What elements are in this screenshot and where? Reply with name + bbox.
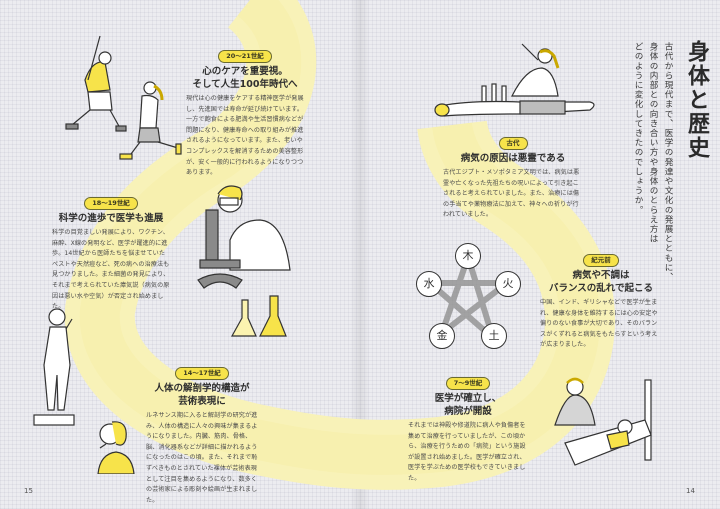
era-body: それまでは神殿や修道院に病人や負傷者を集めて治療を行っていましたが、この頃から、… <box>408 422 526 482</box>
era-badge: 古代 <box>498 137 528 150</box>
era-bc: 紀元前 病気や不調は バランスの乱れで起こる 中国、インド、ギリシャなどで医学が… <box>540 247 662 351</box>
era-20-21-century: 20〜21世紀 心のケアを重要視。 そして人生100年時代へ 現代は心の健康をケ… <box>186 43 304 179</box>
era-14-17-century: 14〜17世紀 人体の解剖学的構造が 芸術表現に ルネサンス期に入ると解剖学の研… <box>146 360 258 506</box>
era-badge: 7〜9世紀 <box>445 377 491 390</box>
intro-line-1: 古代から現代まで、医学の発達や文化の発展とともに、 <box>663 42 673 282</box>
era-heading-line2: バランスの乱れで起こる <box>548 283 654 294</box>
element-metal: 金 <box>429 323 455 349</box>
page-number-right: 14 <box>686 487 695 495</box>
era-body: 中国、インド、ギリシャなどで医学が生まれ、健康な身体を維持するには心の安定や偏り… <box>540 299 658 349</box>
era-badge: 18〜19世紀 <box>84 197 138 210</box>
era-heading: 病気の原因は悪霊である <box>460 153 566 164</box>
page-title: 身体と歴史 <box>684 40 709 160</box>
era-body: 現代は心の健康をケアする精神医学が発展し、先進国では寿命が延び続けています。一方… <box>186 95 304 177</box>
intro-line-3: どのように変化してきたのでしょうか。 <box>633 42 643 215</box>
era-body: 科学の目覚ましい発展により、ワクチン、麻酔、X線の発明など、医学が躍進的に進歩。… <box>52 229 170 311</box>
era-body: 古代エジプト・メソポタミア文明では、病気は悪霊や亡くなった先祖たちの呪いによって… <box>443 169 580 219</box>
era-heading-line1: 医学が確立し、 <box>434 393 502 404</box>
era-body: ルネサンス期に入ると解剖学の研究が進み、人体の構造に人々の興味が集まるようになり… <box>146 412 258 504</box>
ancient-healing-illustration <box>434 43 595 117</box>
era-badge: 20〜21世紀 <box>218 50 272 63</box>
era-heading: 科学の進歩で医学も進展 <box>58 213 164 224</box>
era-ancient: 古代 病気の原因は悪霊である 古代エジプト・メソポタミア文明では、病気は悪霊や亡… <box>443 130 583 221</box>
scientist-microscope-illustration <box>197 185 291 337</box>
era-7-9-century: 7〜9世紀 医学が確立し、 病院が開設 それまでは神殿や修道院に病人や負傷者を集… <box>408 370 528 485</box>
era-heading-line2: そして人生100年時代へ <box>192 79 298 90</box>
era-heading-line2: 病院が開設 <box>444 406 492 417</box>
element-earth: 土 <box>481 323 507 349</box>
era-18-19-century: 18〜19世紀 科学の進歩で医学も進展 科学の目覚ましい発展により、ワクチン、麻… <box>52 190 170 313</box>
element-water: 水 <box>416 271 442 297</box>
page-number-left: 15 <box>24 487 33 495</box>
artist-observing-illustration <box>97 421 135 474</box>
era-heading-line1: 人体の解剖学的構造が <box>154 383 250 394</box>
nurse-patient-illustration <box>554 377 652 466</box>
exercising-people-illustration <box>65 35 182 160</box>
element-fire: 火 <box>495 271 521 297</box>
era-heading-line1: 心のケアを重要視。 <box>202 66 288 77</box>
era-heading-line1: 病気や不調は <box>572 270 630 281</box>
david-statue-illustration <box>33 308 75 426</box>
era-badge: 14〜17世紀 <box>175 367 229 380</box>
era-heading-line2: 芸術表現に <box>178 396 226 407</box>
era-badge: 紀元前 <box>583 254 619 267</box>
element-wood: 木 <box>455 243 481 269</box>
intro-line-2: 身体の内部との向き合い方や身体のとらえ方は <box>648 42 658 244</box>
